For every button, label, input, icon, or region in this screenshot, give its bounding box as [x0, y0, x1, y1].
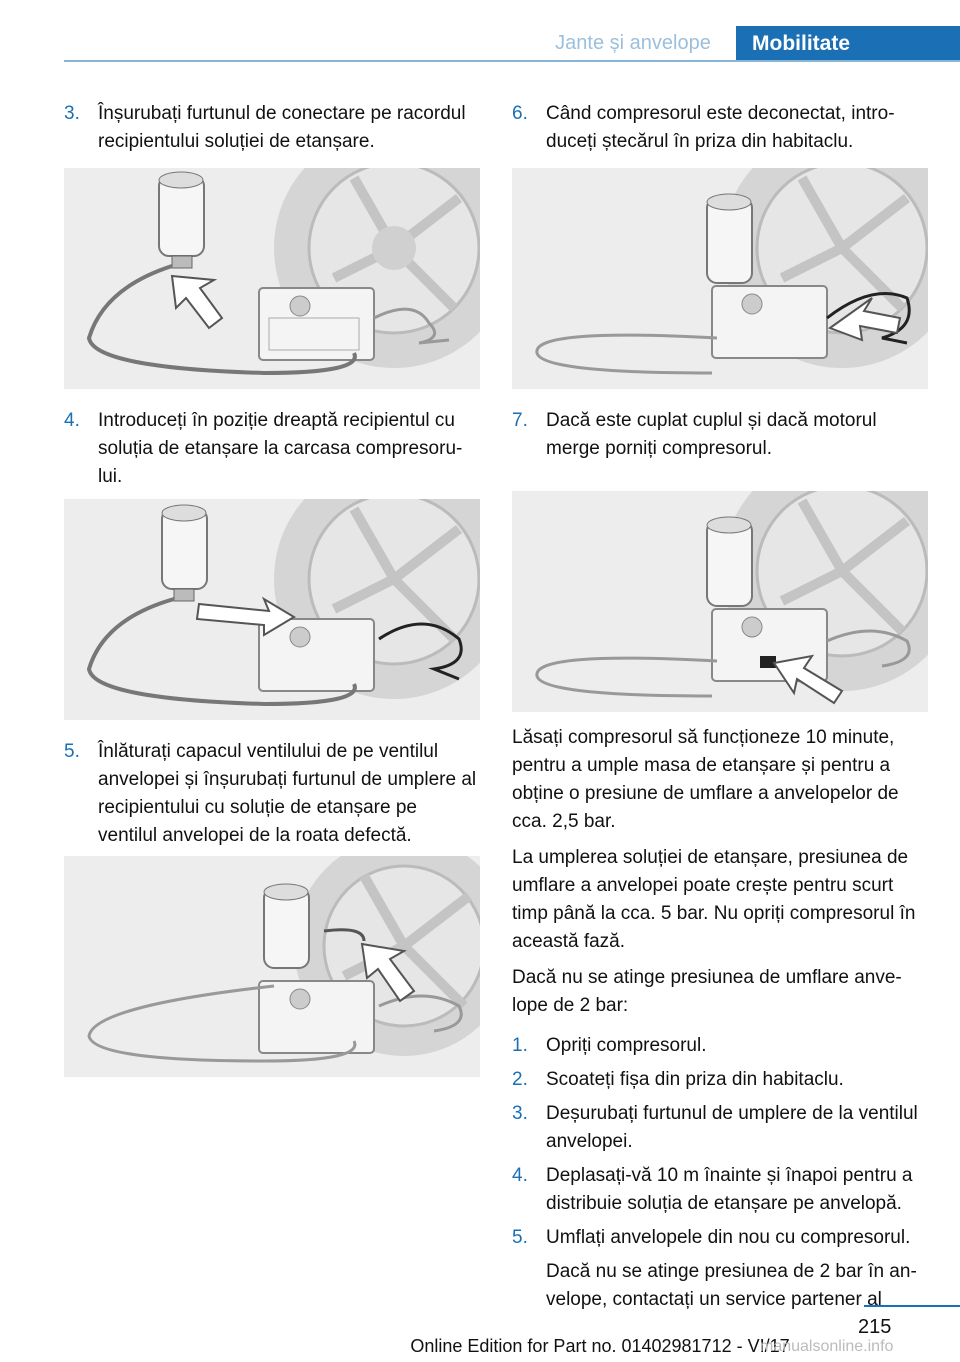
figure-connect-hose	[64, 168, 480, 389]
watermark: manualsonline.info	[760, 1338, 894, 1355]
paragraph-run-compressor: Lăsați compresorul să funcționeze 10 min…	[512, 727, 899, 832]
footer-rule	[864, 1305, 960, 1307]
step-text: Scoateți fișa din priza din habitaclu.	[546, 1069, 844, 1090]
step-number: 7.	[512, 410, 528, 431]
header-chapter-tab: Mobilitate	[736, 26, 960, 62]
figure-screw-to-valve	[64, 856, 480, 1077]
substep-5: 5. Umflați anvelopele din nou cu compres…	[512, 1224, 928, 1252]
step-number: 4.	[512, 1165, 528, 1186]
paragraph-if-not-reached: Dacă nu se atinge presiunea de umflare a…	[512, 967, 902, 1016]
step-number: 1.	[512, 1035, 528, 1056]
substep-4: 4. Deplasați-vă 10 m înainte și înapoi p…	[512, 1162, 928, 1218]
step-number: 3.	[64, 103, 80, 124]
step-number: 2.	[512, 1069, 528, 1090]
paragraph-pressure-note: La umplerea soluției de etanșare, presiu…	[512, 847, 916, 952]
step-7: 7. Dacă este cuplat cuplul și dacă motor…	[512, 407, 928, 473]
step-number: 5.	[512, 1227, 528, 1248]
step-4: 4. Introduceți în poziție dreaptă recipi…	[64, 407, 480, 499]
right-column: 6. Când compresorul este deconectat, int…	[512, 100, 928, 1314]
step-text: Opriți compresorul.	[546, 1035, 707, 1056]
edition-line: Online Edition for Part no. 01402981712 …	[410, 1336, 790, 1356]
illustration-compressor-switch	[512, 491, 928, 712]
substep-5-continuation: Dacă nu se atinge presiunea de 2 bar în …	[512, 1258, 928, 1314]
step-text: Deplasați-vă 10 m înainte și înapoi pent…	[546, 1165, 913, 1214]
step-text: Când compresorul este deconectat, intro­…	[546, 103, 895, 152]
illustration-plug-cable	[512, 168, 928, 389]
step-text: Dacă este cuplat cuplul și dacă motorul …	[546, 410, 877, 459]
step-text: Înșurubați furtunul de conectare pe raco…	[98, 103, 466, 152]
substep-3: 3. Deșurubați furtunul de umplere de la …	[512, 1100, 928, 1156]
figure-plug-in-socket	[512, 168, 928, 389]
step-number: 3.	[512, 1103, 528, 1124]
left-column: 3. Înșurubați furtunul de conectare pe r…	[64, 100, 480, 1077]
step-6: 6. Când compresorul este deconectat, int…	[512, 100, 928, 168]
substep-1: 1. Opriți compresorul.	[512, 1032, 928, 1060]
step-number: 4.	[64, 410, 80, 431]
illustration-hose-to-bottle	[64, 168, 480, 389]
step-text: Deșurubați furtunul de umplere de la ven…	[546, 1103, 918, 1152]
instructions-block: Lăsați compresorul să funcționeze 10 min…	[512, 724, 928, 1314]
step-number: 5.	[64, 741, 80, 762]
step-3: 3. Înșurubați furtunul de conectare pe r…	[64, 100, 480, 168]
substep-2: 2. Scoateți fișa din priza din habitaclu…	[512, 1066, 928, 1094]
header-section-title: Jante și anvelope	[555, 32, 711, 54]
figure-insert-bottle	[64, 499, 480, 720]
step-text: Introduceți în poziție dreaptă recipient…	[98, 410, 463, 487]
figure-start-compressor	[512, 491, 928, 712]
step-number: 6.	[512, 103, 528, 124]
page-number: 215	[858, 1316, 892, 1338]
step-5: 5. Înlăturați capacul ventilului de pe v…	[64, 738, 480, 856]
step-text: Umflați anvelopele din nou cu compresoru…	[546, 1227, 911, 1248]
step-text: Dacă nu se atinge presiunea de 2 bar în …	[546, 1261, 917, 1310]
illustration-hose-to-tire-valve	[64, 856, 480, 1077]
step-text: Înlăturați capacul ventilului de pe vent…	[98, 741, 477, 846]
header-rule	[64, 60, 960, 62]
illustration-bottle-into-compressor	[64, 499, 480, 720]
